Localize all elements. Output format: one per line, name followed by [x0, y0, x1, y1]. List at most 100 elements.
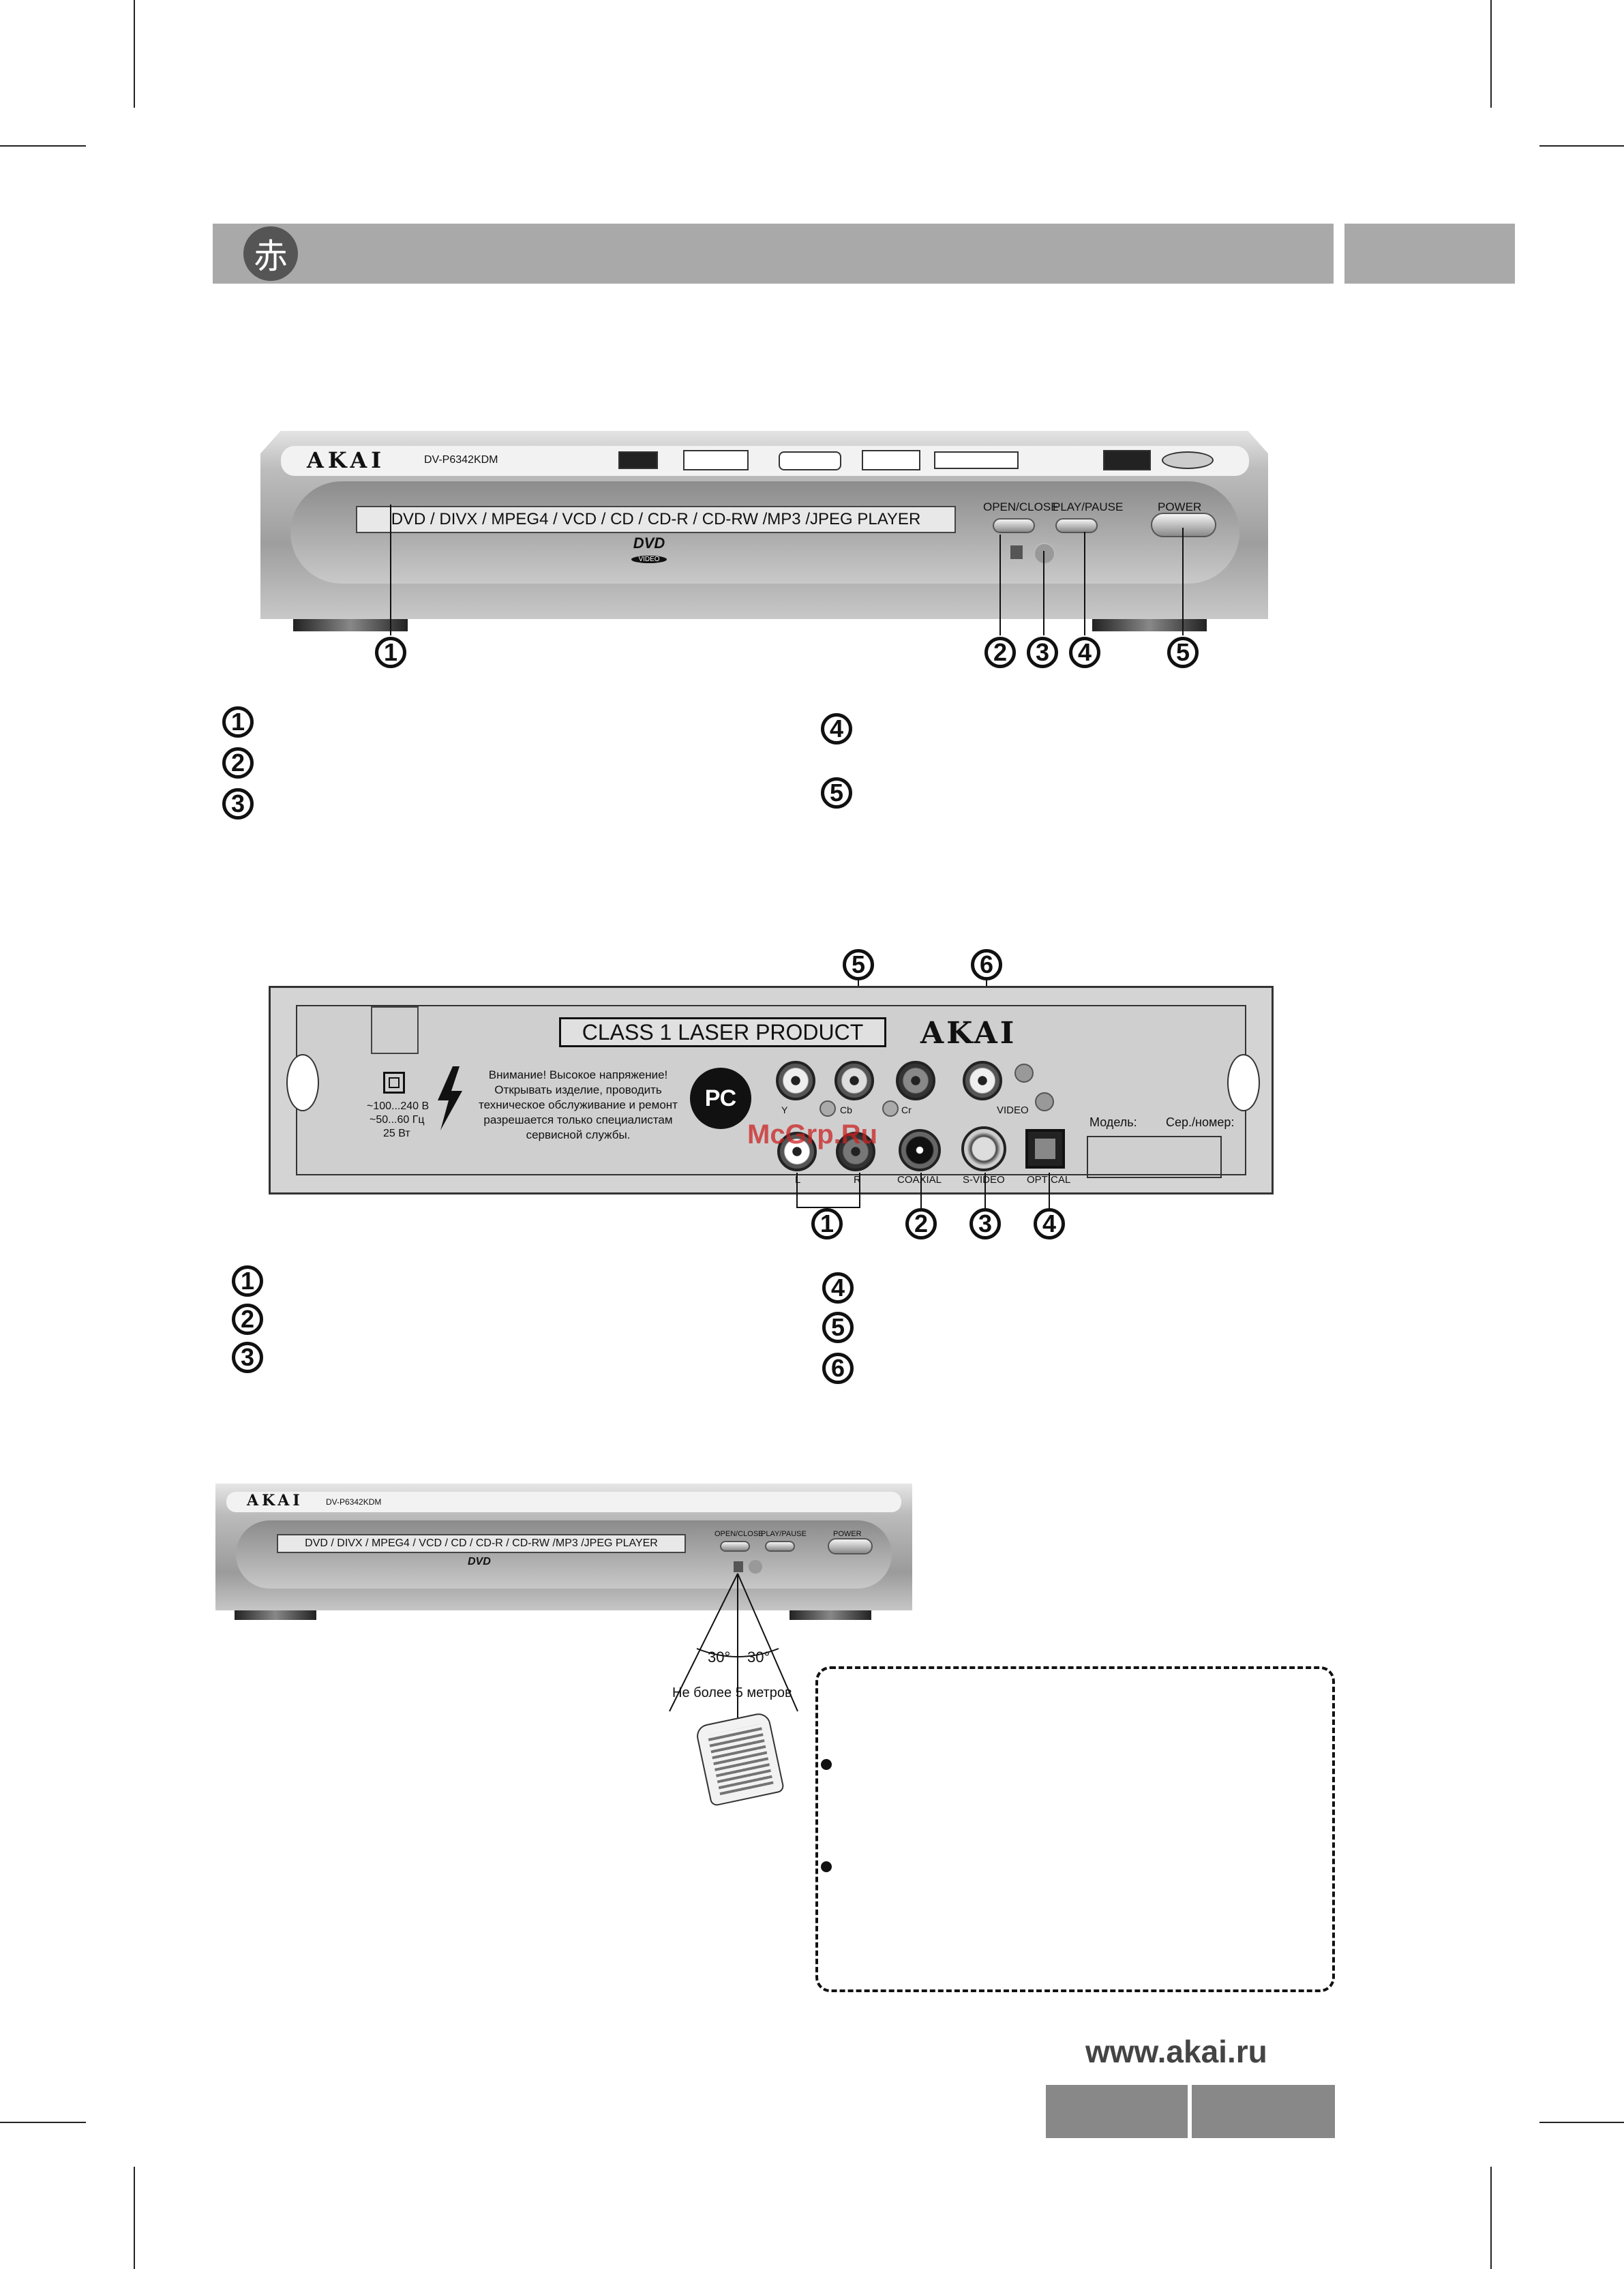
mp3-logo: [1162, 451, 1214, 469]
front-model: DV-P6342KDM: [424, 454, 498, 466]
mini-top-strip: [226, 1492, 901, 1512]
header-tab: [1344, 224, 1515, 284]
hdcd-logo: [934, 451, 1019, 469]
warning-line: разрешается только специалистам: [483, 1113, 673, 1126]
leader-line: [984, 1173, 986, 1223]
crop-mark: [1490, 0, 1492, 108]
video-label: VIDEO: [997, 1105, 1029, 1116]
rear-legend-5: 5: [822, 1312, 854, 1343]
warning-text: Внимание! Высокое напряжение! Открывать …: [462, 1068, 694, 1143]
pct-mark-icon: РС: [690, 1068, 751, 1129]
crop-mark: [134, 2167, 135, 2269]
power-label: POWER: [1158, 500, 1202, 513]
front-foot-right: [1092, 619, 1207, 631]
svideo-label: S-VIDEO: [963, 1174, 1005, 1186]
rear-callout-3: 3: [969, 1208, 1001, 1239]
front-callout-3: 3: [1027, 637, 1058, 668]
crop-mark: [1539, 2122, 1624, 2123]
leader-line: [390, 505, 391, 635]
mini-brand: AKAI: [247, 1492, 303, 1509]
note-bullet: [821, 1861, 832, 1872]
power-spec-3: 25 Вт: [383, 1128, 410, 1139]
high-voltage-icon: [438, 1066, 462, 1130]
front-callout-5: 5: [1167, 637, 1199, 668]
mini-open-close-label: OPEN/CLOSE: [715, 1530, 764, 1538]
disc-logo: [1103, 450, 1151, 470]
rear-legend-1: 1: [232, 1265, 263, 1297]
fan-square: [371, 1006, 419, 1054]
angle-left-label: 30°: [708, 1649, 731, 1666]
laser-label-box: CLASS 1 LASER PRODUCT: [559, 1017, 886, 1047]
watermark: McGrp.Ru: [747, 1120, 878, 1149]
mini-power-button[interactable]: [828, 1538, 873, 1554]
front-callout-4: 4: [1069, 637, 1100, 668]
mini-play-pause-button[interactable]: [765, 1541, 795, 1552]
note-box: [815, 1666, 1335, 1992]
dvd-logo-text: DVD: [633, 535, 665, 552]
front-brand: AKAI: [307, 447, 386, 473]
power-spec-2: ~50...60 Гц: [370, 1114, 425, 1126]
leader-line: [1043, 551, 1044, 635]
crop-mark: [0, 2122, 86, 2123]
rear-callout-5: 5: [843, 949, 874, 980]
rear-callout-2: 2: [905, 1208, 937, 1239]
remote-range-player: AKAI DV-P6342KDM DVD / DIVX / MPEG4 / VC…: [215, 1484, 912, 1620]
rear-callout-6: 6: [971, 949, 1002, 980]
mini-power-label: POWER: [833, 1530, 862, 1538]
jack-cb[interactable]: [834, 1061, 874, 1100]
front-legend-5: 5: [821, 777, 852, 809]
panel-notch: [286, 1054, 319, 1111]
crop-mark: [134, 0, 135, 108]
rear-brand: AKAI: [920, 1016, 1017, 1051]
warning-line: техническое обслуживание и ремонт: [479, 1098, 678, 1111]
rear-panel: ~100...240 В ~50...60 Гц 25 Вт Внимание!…: [269, 986, 1274, 1194]
coaxial-label: COAXIAL: [897, 1174, 942, 1186]
screw-icon: [1035, 1092, 1054, 1111]
jack-cr[interactable]: [896, 1061, 935, 1100]
front-callout-1: 1: [375, 637, 406, 668]
standby-led: [1034, 543, 1055, 565]
open-close-button[interactable]: [993, 518, 1035, 533]
leader-line: [1182, 528, 1184, 635]
mini-open-close-button[interactable]: [720, 1541, 750, 1552]
jack-coaxial[interactable]: [899, 1129, 941, 1171]
warning-line: Внимание! Высокое напряжение!: [488, 1068, 668, 1081]
rear-legend-6: 6: [822, 1353, 854, 1384]
mini-model: DV-P6342KDM: [326, 1497, 382, 1507]
dolby-logo: [683, 450, 749, 470]
ir-range-lines: [669, 1573, 798, 1732]
jack-optical[interactable]: [1025, 1129, 1065, 1169]
front-panel: AKAI DV-P6342KDM DVD / DIVX / MPEG4 / VC…: [260, 431, 1268, 631]
jack-cb-label: Cb: [840, 1105, 852, 1115]
front-legend-3: 3: [222, 788, 254, 820]
footer-url: www.akai.ru: [1085, 2034, 1267, 2069]
play-pause-label: PLAY/PAUSE: [1053, 500, 1124, 513]
jack-cr-label: Cr: [901, 1105, 912, 1115]
double-insulation-icon: [383, 1072, 405, 1094]
mini-display: DVD / DIVX / MPEG4 / VCD / CD / CD-R / C…: [277, 1534, 686, 1553]
jack-audio-r[interactable]: [836, 1132, 875, 1171]
jack-y[interactable]: [776, 1061, 815, 1100]
display-text: DVD / DIVX / MPEG4 / VCD / CD / CD-R / C…: [391, 510, 921, 528]
front-legend-1: 1: [222, 706, 254, 738]
power-button[interactable]: [1151, 513, 1216, 537]
ir-sensor-icon: [1010, 545, 1023, 559]
warning-line: Открывать изделие, проводить: [494, 1083, 662, 1096]
jack-audio-l[interactable]: [777, 1132, 817, 1171]
bracket-bottom: [796, 1173, 860, 1208]
panel-notch: [1227, 1054, 1260, 1111]
jack-svideo[interactable]: [961, 1126, 1006, 1171]
jack-l-label: L: [795, 1174, 801, 1186]
dvd-logo-sub: VIDEO: [631, 556, 667, 563]
mini-recess: [236, 1520, 892, 1589]
front-foot-left: [293, 619, 408, 631]
kanji-badge: 赤: [243, 226, 298, 281]
play-pause-button[interactable]: [1055, 518, 1098, 533]
footer-tab-left: [1046, 2085, 1188, 2138]
serial-plate: [1087, 1136, 1222, 1178]
mini-play-pause-label: PLAY/PAUSE: [761, 1530, 807, 1538]
screw-icon: [1014, 1064, 1034, 1083]
mini-foot-left: [235, 1610, 316, 1620]
header-bar: [213, 224, 1334, 284]
jack-video[interactable]: [963, 1061, 1002, 1100]
